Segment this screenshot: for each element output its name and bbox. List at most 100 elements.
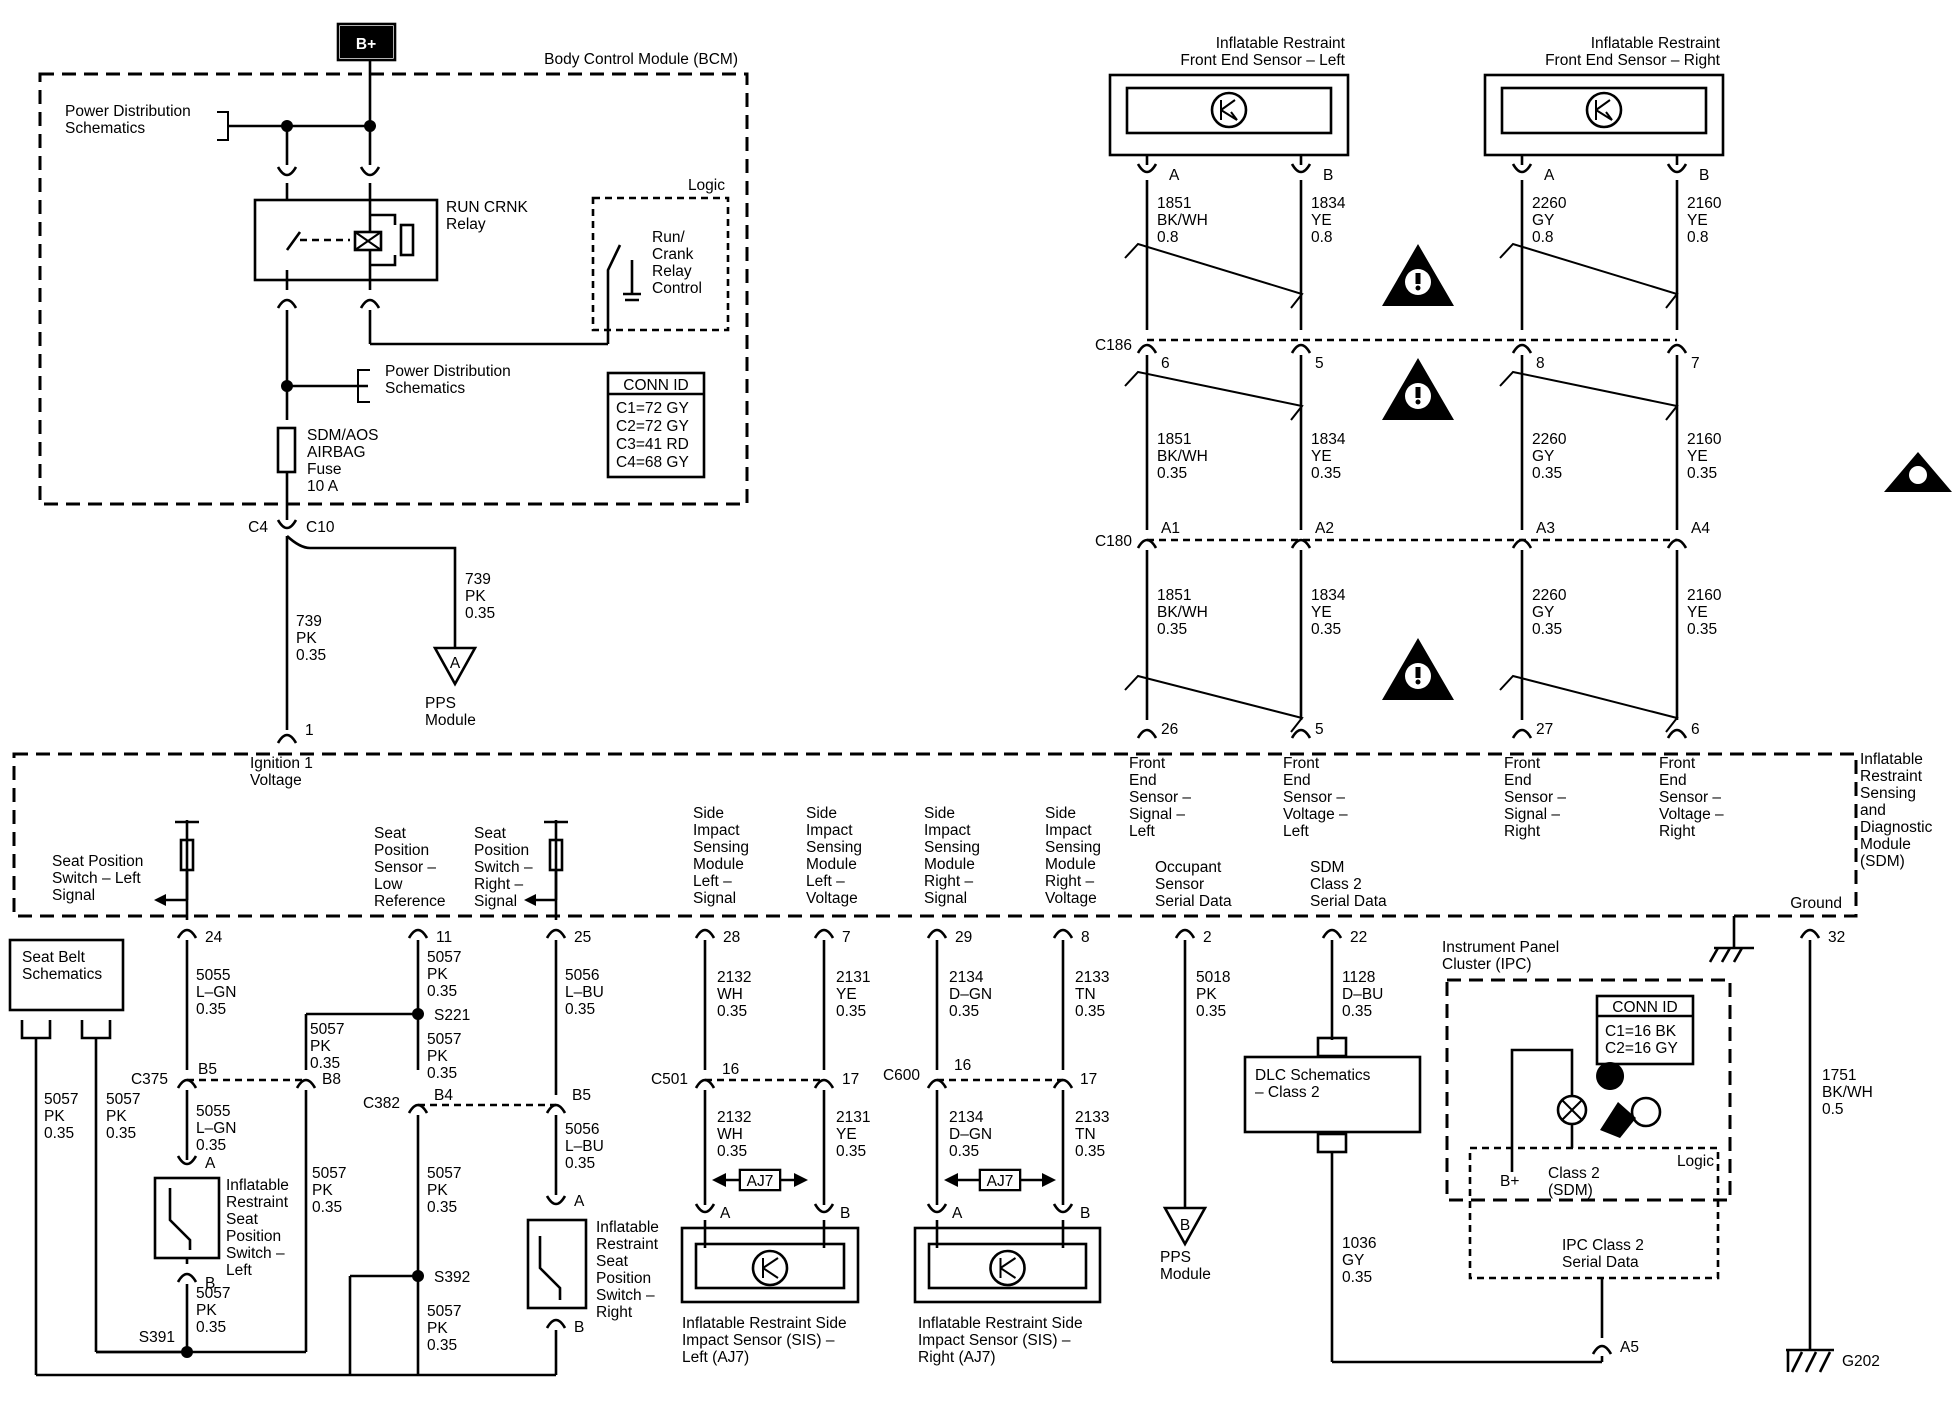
- sis-label-line: Left –: [693, 873, 732, 890]
- ipc-bplus-label: B+: [1500, 1173, 1519, 1190]
- wire-label-line: YE: [836, 986, 857, 1003]
- front-end-sensor-inner: [1500, 86, 1708, 135]
- warning-icon-mark: [1415, 285, 1421, 291]
- wire: [1510, 1048, 1574, 1172]
- seat-belt-schematics-label-line: Schematics: [22, 966, 102, 983]
- wire-5055-label-2-line: L–GN: [196, 1120, 237, 1137]
- sensor-icon: [1220, 99, 1238, 121]
- wire-5057-label-line: 0.35: [310, 1055, 340, 1072]
- ipc-logic-box: [1468, 1146, 1720, 1280]
- wire-label-line: 0.8: [1311, 229, 1333, 246]
- sdm-bottom-pin: 29: [955, 929, 972, 946]
- seat-position-right-signal-label-line: Right –: [474, 876, 523, 893]
- wire-5057-label-line: 0.35: [196, 1319, 226, 1336]
- sensor-pin-label: A: [1544, 167, 1555, 184]
- warning-icon-mark: [1415, 273, 1421, 284]
- sis-label-line: Sensing: [806, 839, 862, 856]
- wire-5057-label-line: 0.35: [106, 1125, 136, 1142]
- wire-label-line: 2133: [1075, 969, 1109, 986]
- sensor-right-label-line: Front End Sensor – Right: [1545, 52, 1721, 69]
- wire-label-line: TN: [1075, 986, 1096, 1003]
- ground-label: Ground: [1790, 895, 1842, 912]
- logic-label: Logic: [688, 177, 725, 194]
- front-end-pin-label-line: Sensor –: [1659, 789, 1721, 806]
- wire-label-line: 0.35: [1157, 621, 1187, 638]
- occupant-serial-label-line: Occupant: [1155, 859, 1222, 876]
- wire-label-line: YE: [1311, 212, 1332, 229]
- aj7-box-fill: [741, 1171, 779, 1189]
- wire-label-line: 2132: [717, 969, 751, 986]
- sis-label-line: Impact: [1045, 822, 1092, 839]
- c382-label: C382: [363, 1095, 400, 1112]
- connector-pin-icon: [1052, 1203, 1074, 1214]
- aj7-box: [738, 1168, 782, 1192]
- front-end-pin-label-line: Front: [1283, 755, 1320, 772]
- bracket: [20, 1020, 52, 1040]
- connector-pin-icon: [1136, 343, 1158, 354]
- sensor-left-label-line: Front End Sensor – Left: [1180, 52, 1345, 69]
- wire-1036-label-line: GY: [1342, 1252, 1364, 1269]
- front-end-pin-label-line: Signal –: [1504, 806, 1560, 823]
- wire-break-icon: [1124, 242, 1304, 309]
- wire-label-line: BK/WH: [1157, 212, 1208, 229]
- c180-label: C180: [1095, 533, 1132, 550]
- seat-position-right-signal-label-line: Position: [474, 842, 529, 859]
- ground-icon: [623, 260, 641, 302]
- airbag-occupant-icon: [1596, 1062, 1625, 1090]
- seat-position-low-ref-label-line: Reference: [374, 893, 446, 910]
- b4-label: B4: [434, 1087, 453, 1104]
- offpage-a-label: A: [450, 655, 461, 672]
- connector-pin-icon: [276, 166, 298, 177]
- wire-label-line: 2134: [949, 969, 984, 986]
- c180-pin: A3: [1536, 520, 1555, 537]
- wire-5057-label-line: 0.35: [312, 1199, 342, 1216]
- wire-label-line: 2160: [1687, 195, 1722, 212]
- c4-label: C4: [248, 519, 268, 536]
- sdm-bottom-pin: 25: [574, 929, 591, 946]
- seat-switch-right: [526, 1218, 588, 1310]
- wire-label-line: 1851: [1157, 431, 1191, 448]
- c501-label: C501: [651, 1071, 688, 1088]
- wire-label-line: 0.35: [836, 1143, 866, 1160]
- sdm-bottom-pin: 11: [436, 929, 452, 946]
- front-end-pin-label-line: End: [1283, 772, 1311, 789]
- front-end-pin-label-line: Sensor –: [1283, 789, 1345, 806]
- bcm-title: Body Control Module (BCM): [544, 51, 738, 68]
- wire-5056-label-line: 5056: [565, 1121, 599, 1138]
- airbag-warning-icon-mark: [1909, 466, 1927, 484]
- sis-sensor-inner: [927, 1242, 1088, 1290]
- sdm-bottom-pin: 32: [1828, 929, 1845, 946]
- warning-icon-mark: [1415, 667, 1421, 678]
- sensor-right-label-line: Inflatable Restraint: [1591, 35, 1721, 52]
- wire-5018-label-line: 5018: [1196, 969, 1230, 986]
- connector-pin-icon: [1511, 728, 1533, 739]
- fuse: [276, 426, 297, 474]
- wire-739-label-line: PK: [465, 588, 486, 605]
- sensor-pin-label: B: [1699, 167, 1709, 184]
- c186-pin: 7: [1691, 355, 1700, 372]
- sdm-title-line: Module: [1860, 836, 1911, 853]
- seat-switch-right-label-line: Position: [596, 1270, 651, 1287]
- front-end-pin-label-line: Signal –: [1129, 806, 1185, 823]
- bracket: [217, 111, 229, 141]
- wire-label-line: 2132: [717, 1109, 751, 1126]
- sis-label-line: Sensing: [924, 839, 980, 856]
- seat-switch-left-label-line: Left: [226, 1262, 253, 1279]
- wire-label-line: 2133: [1075, 1109, 1109, 1126]
- relay-diode: [399, 223, 415, 257]
- sis-label-line: Voltage: [1045, 890, 1097, 907]
- fuse-label-line: 10 A: [307, 478, 339, 495]
- sdm-title-line: Inflatable: [1860, 751, 1923, 768]
- wire-5057-label-line: 5057: [106, 1091, 140, 1108]
- wire-5057-label-line: PK: [312, 1182, 333, 1199]
- offpage-connector-b: [1162, 1206, 1208, 1247]
- conn-id-box: [606, 371, 706, 479]
- connector-pin-icon: [176, 928, 198, 939]
- c186-label: C186: [1095, 337, 1132, 354]
- sis-sensor: [680, 1226, 860, 1304]
- run-crnk-relay-label-line: RUN CRNK: [446, 199, 528, 216]
- pps-module-label-line: Module: [425, 712, 476, 729]
- wire-label-line: 0.8: [1532, 229, 1554, 246]
- sensor-left-label-line: Inflatable Restraint: [1216, 35, 1346, 52]
- run-crank-relay-control-label-line: Control: [652, 280, 702, 297]
